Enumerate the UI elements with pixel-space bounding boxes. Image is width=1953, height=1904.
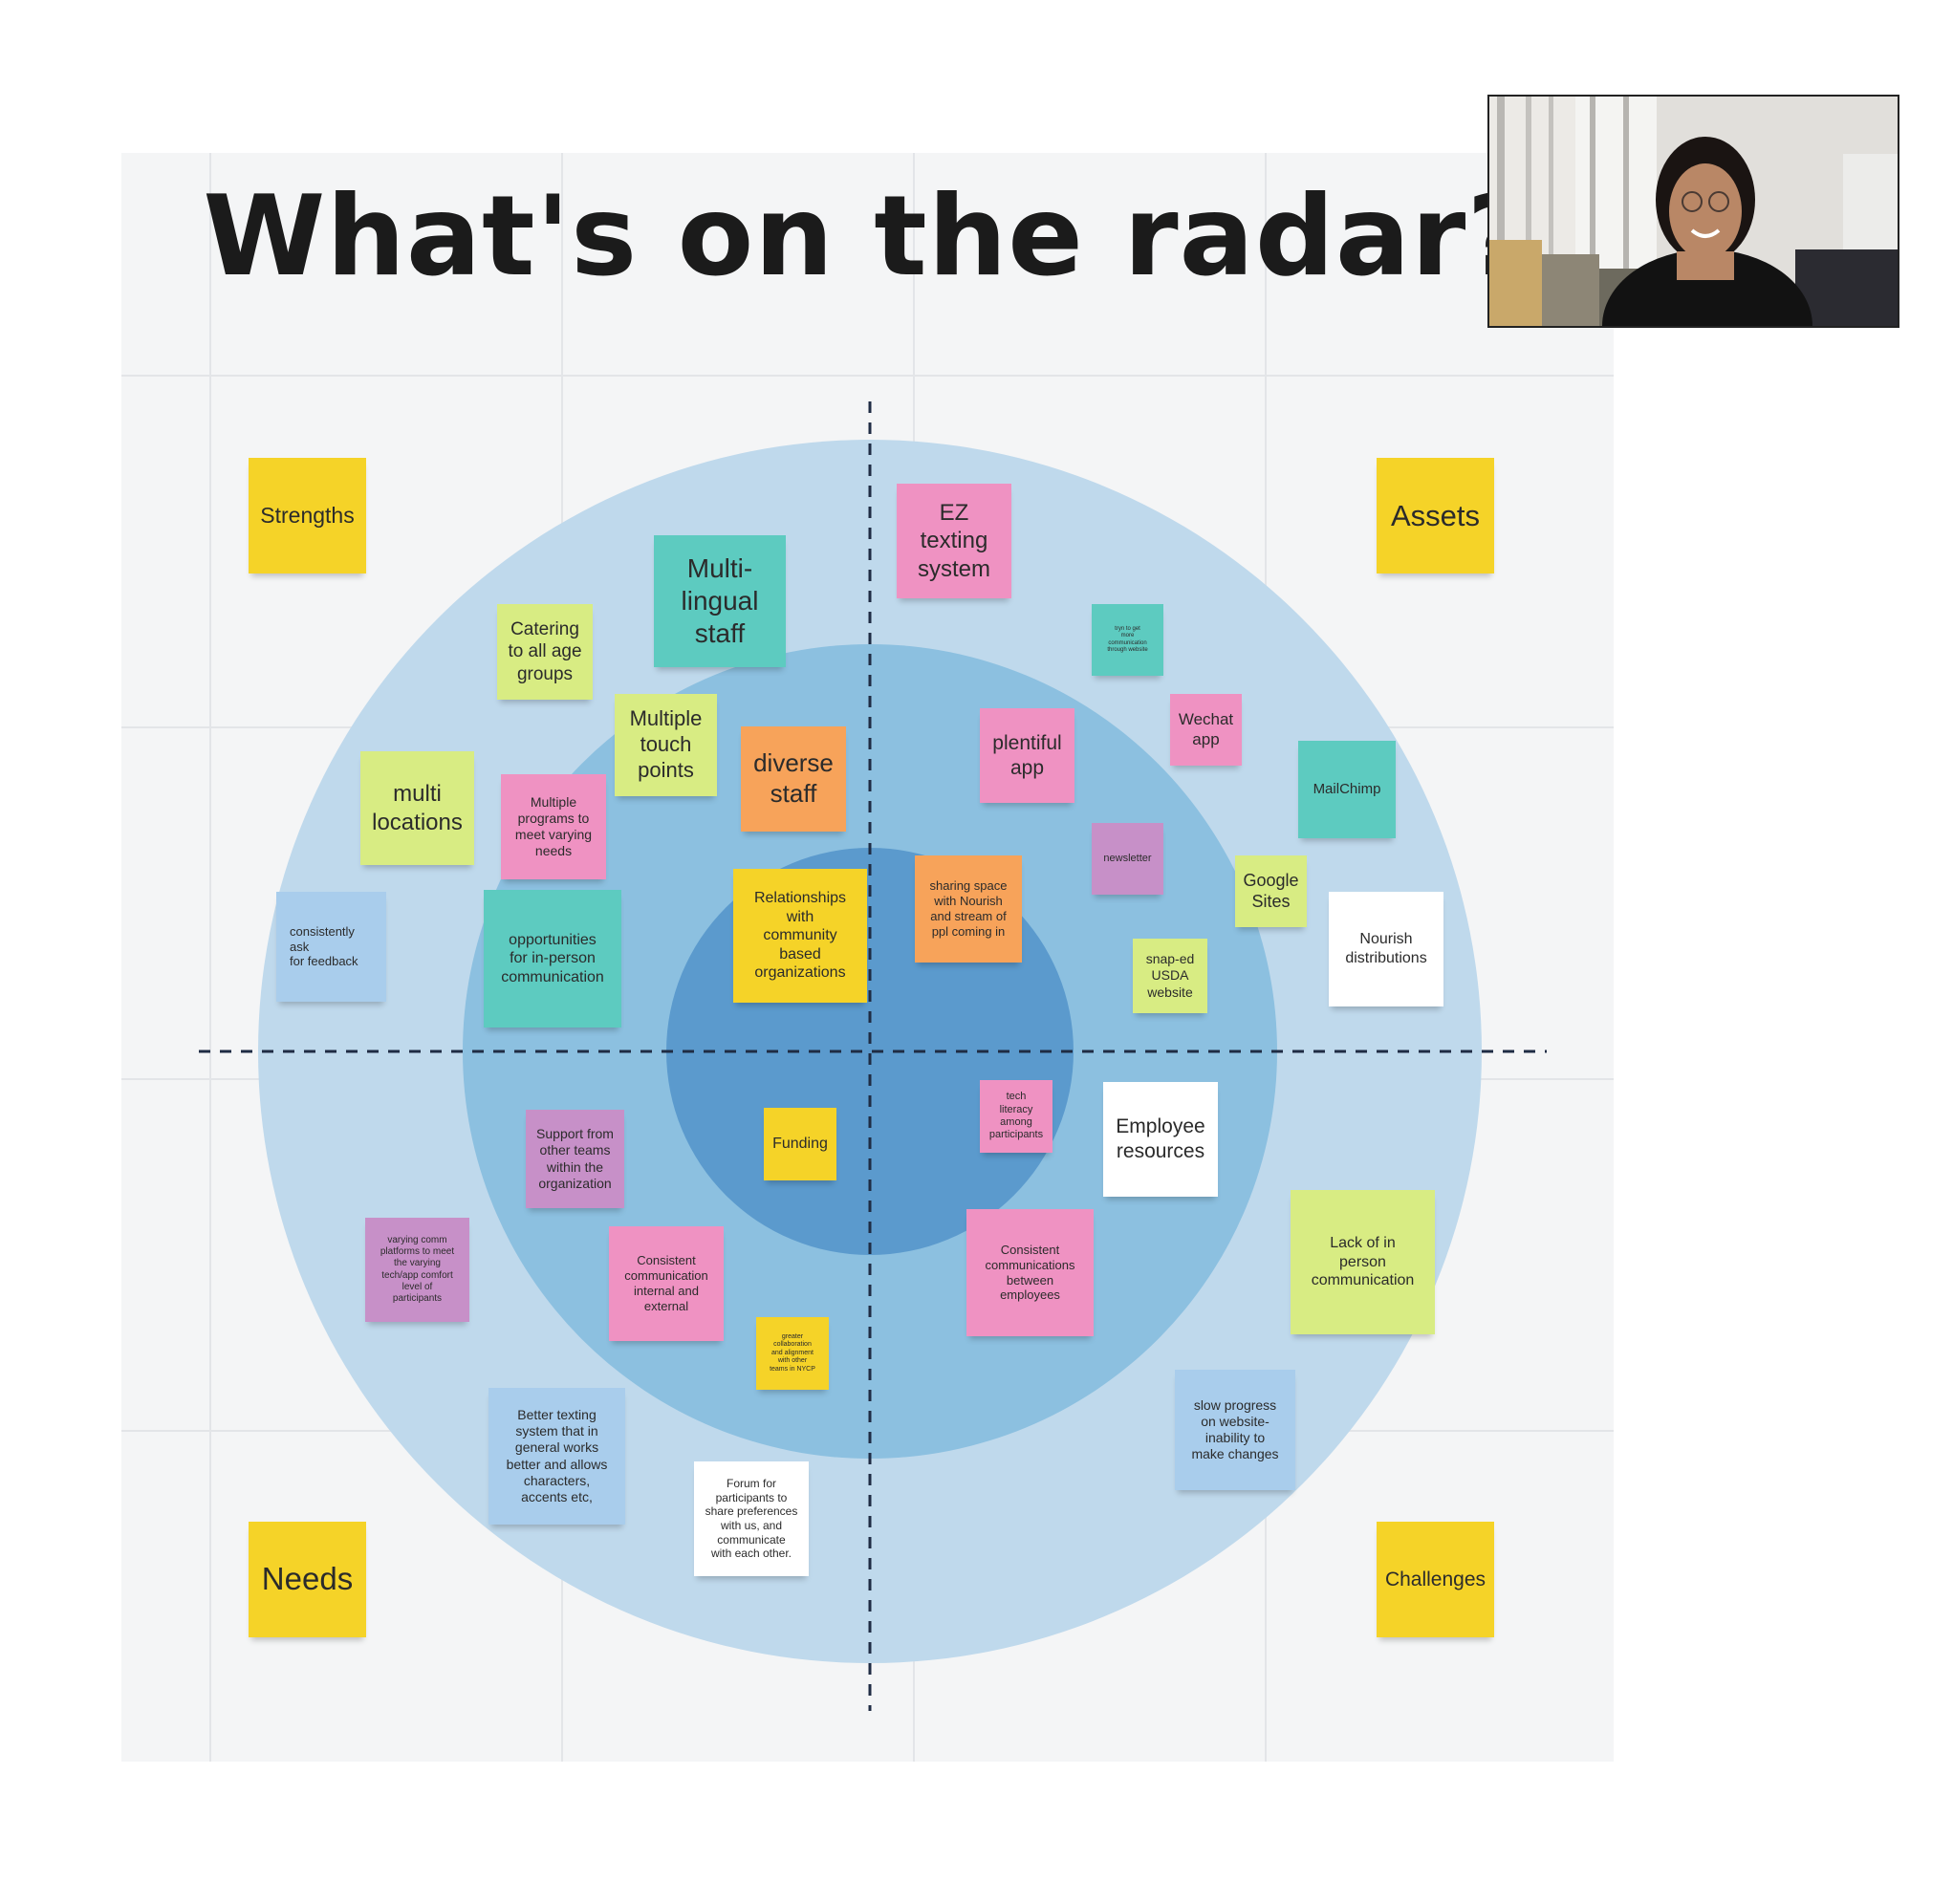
assets-label-note[interactable]: Assets — [1377, 458, 1494, 573]
sticky-note-text: consistently ask for feedback — [290, 923, 358, 969]
sticky-note[interactable]: Multiple touch points — [615, 694, 717, 796]
sticky-note[interactable]: snap-ed USDA website — [1133, 939, 1207, 1013]
sticky-note[interactable]: Lack of in person communication — [1291, 1190, 1435, 1334]
sticky-note-text: tech literacy among participants — [988, 1091, 1044, 1141]
sticky-note[interactable]: MailChimp — [1298, 741, 1396, 838]
sticky-note-text: snap-ed USDA website — [1145, 951, 1195, 1000]
sticky-note[interactable]: Multi- lingual staff — [654, 535, 786, 667]
sticky-note[interactable]: Employee resources — [1103, 1082, 1218, 1197]
needs-label-note[interactable]: Needs — [249, 1522, 366, 1637]
sticky-note-text: varying comm platforms to meet the varyi… — [380, 1234, 455, 1304]
assets-label-text: Assets — [1390, 498, 1481, 532]
sticky-note-text: newsletter — [1103, 852, 1152, 864]
sticky-note[interactable]: Wechat app — [1170, 694, 1242, 766]
sticky-note-text: Multiple touch points — [629, 706, 703, 782]
sticky-note[interactable]: Nourish distributions — [1329, 892, 1443, 1006]
sticky-note-text: Better texting system that in general wo… — [506, 1407, 608, 1504]
sticky-note[interactable]: plentiful app — [980, 708, 1074, 803]
sticky-note[interactable]: newsletter — [1092, 823, 1163, 895]
sticky-note[interactable]: Consistent communication internal and ex… — [609, 1226, 724, 1341]
sticky-note[interactable]: EZ texting system — [897, 484, 1011, 598]
sticky-note-text: multi locations — [372, 781, 463, 835]
needs-label-text: Needs — [261, 1561, 354, 1597]
sticky-note-text: Support from other teams within the orga… — [536, 1126, 614, 1191]
sticky-note-text: Nourish distributions — [1345, 931, 1427, 966]
sticky-note[interactable]: opportunities for in-person communicatio… — [484, 890, 621, 1028]
sticky-note-text: plentiful app — [992, 731, 1062, 779]
sticky-note-text: diverse staff — [753, 748, 834, 808]
sticky-note-text: opportunities for in-person communicatio… — [501, 931, 604, 985]
sticky-note-text: Consistent communications between employ… — [985, 1242, 1075, 1303]
sticky-note-text: Consistent communication internal and ex… — [624, 1253, 708, 1313]
sticky-note-text: greater collaboration and alignment with… — [770, 1332, 815, 1373]
board-title: What's on the radar? — [203, 172, 1532, 301]
sticky-note-text: sharing space with Nourish and stream of… — [929, 878, 1008, 939]
sticky-note[interactable]: sharing space with Nourish and stream of… — [915, 855, 1022, 963]
strengths-label-text: Strengths — [260, 503, 355, 529]
sticky-note-text: Lack of in person communication — [1311, 1235, 1415, 1289]
sticky-note[interactable]: tryn to get more communication through w… — [1092, 604, 1163, 676]
challenges-label-text: Challenges — [1384, 1568, 1486, 1590]
sticky-note[interactable]: Catering to all age groups — [497, 604, 593, 700]
challenges-label-note[interactable]: Challenges — [1377, 1522, 1494, 1637]
participant-video-tile[interactable] — [1487, 95, 1899, 328]
sticky-note-text: MailChimp — [1313, 780, 1381, 797]
sticky-note[interactable]: consistently ask for feedback — [276, 892, 386, 1002]
sticky-note[interactable]: slow progress on website- inability to m… — [1175, 1370, 1295, 1490]
sticky-note-text: Employee resources — [1116, 1115, 1205, 1162]
sticky-note[interactable]: Google Sites — [1235, 855, 1307, 927]
sticky-note-text: EZ texting system — [917, 500, 990, 582]
sticky-note-text: Relationships with community based organ… — [753, 890, 847, 982]
sticky-note[interactable]: greater collaboration and alignment with… — [756, 1317, 829, 1390]
sticky-note[interactable]: varying comm platforms to meet the varyi… — [365, 1218, 469, 1322]
sticky-note[interactable]: Forum for participants to share preferen… — [694, 1461, 809, 1576]
webcam-video-feed — [1489, 97, 1898, 326]
sticky-note-text: Forum for participants to share preferen… — [705, 1477, 798, 1561]
sticky-note-text: Funding — [772, 1136, 828, 1153]
sticky-note[interactable]: Multiple programs to meet varying needs — [501, 774, 606, 879]
sticky-note[interactable]: Consistent communications between employ… — [966, 1209, 1094, 1336]
sticky-note-text: tryn to get more communication through w… — [1107, 625, 1148, 653]
sticky-note-text: Google Sites — [1243, 870, 1299, 911]
sticky-note[interactable]: tech literacy among participants — [980, 1080, 1052, 1153]
sticky-note[interactable]: Relationships with community based organ… — [733, 869, 867, 1003]
sticky-note[interactable]: Funding — [764, 1108, 836, 1180]
sticky-note-text: Multiple programs to meet varying needs — [514, 793, 593, 859]
sticky-note-text: Multi- lingual staff — [681, 552, 759, 649]
strengths-label-note[interactable]: Strengths — [249, 458, 366, 573]
sticky-note[interactable]: multi locations — [360, 751, 474, 865]
sticky-note[interactable]: Better texting system that in general wo… — [488, 1388, 625, 1525]
sticky-note[interactable]: Support from other teams within the orga… — [526, 1110, 624, 1208]
sticky-note[interactable]: diverse staff — [741, 726, 846, 832]
sticky-note-text: Wechat app — [1178, 709, 1234, 748]
sticky-note-text: slow progress on website- inability to m… — [1191, 1396, 1279, 1462]
sticky-note-text: Catering to all age groups — [508, 619, 582, 684]
